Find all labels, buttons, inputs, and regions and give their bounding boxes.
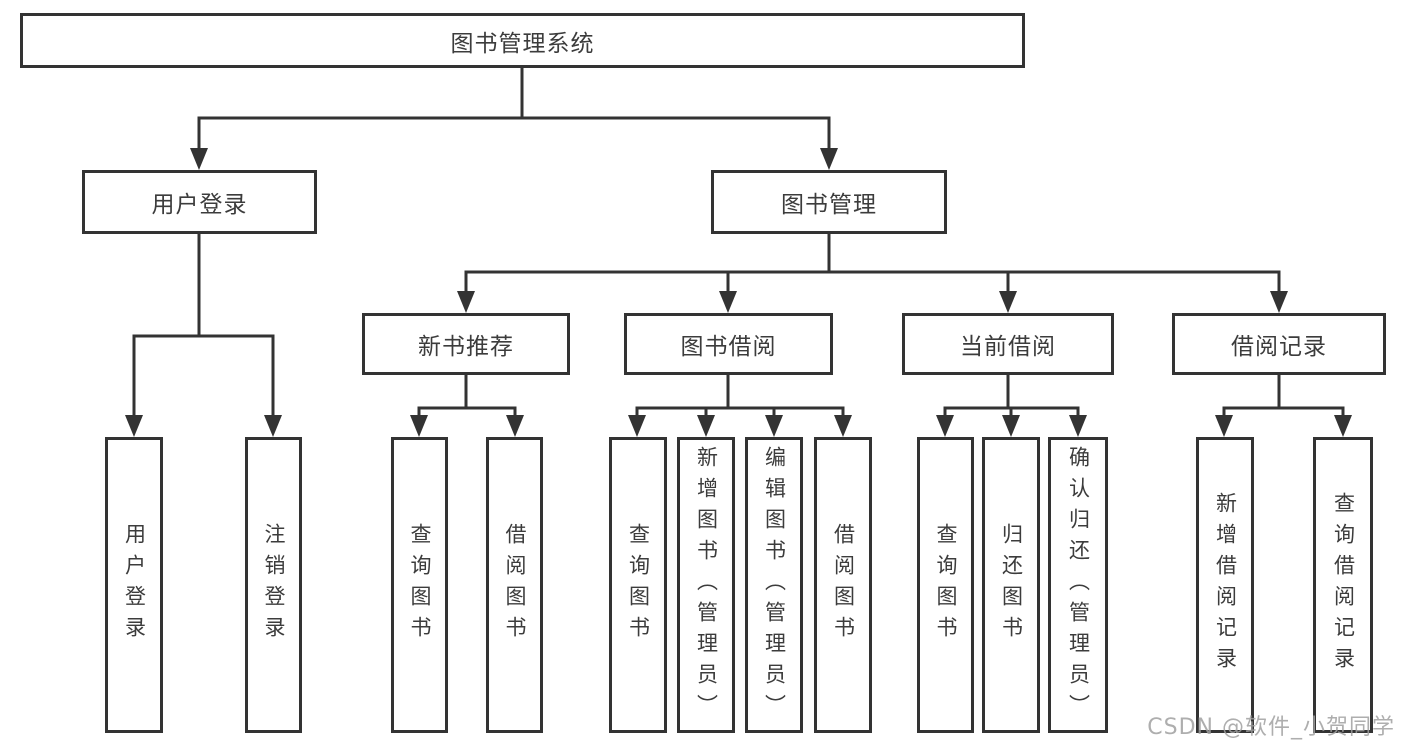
node-borrow-record-label: 借阅记录	[1231, 334, 1327, 360]
leaf-cb-return-books: 归还图书	[982, 437, 1040, 733]
leaf-bb-edit-books-label: 编辑图书（管理员）	[762, 445, 787, 725]
node-book-mgmt-label: 图书管理	[781, 192, 877, 218]
node-new-book-rec-label: 新书推荐	[418, 334, 514, 360]
node-borrow-record: 借阅记录	[1172, 313, 1386, 375]
leaf-cb-return-books-label: 归还图书	[999, 523, 1024, 647]
leaf-bb-edit-books: 编辑图书（管理员）	[745, 437, 803, 733]
node-book-borrow: 图书借阅	[624, 313, 833, 375]
node-root: 图书管理系统	[20, 13, 1025, 68]
leaf-user-login-label: 用户登录	[122, 523, 147, 647]
node-book-mgmt: 图书管理	[711, 170, 947, 234]
node-user-login-label: 用户登录	[151, 192, 248, 218]
leaf-br-search-record: 查询借阅记录	[1313, 437, 1373, 733]
leaf-bb-add-books-label: 新增图书（管理员）	[694, 445, 719, 725]
node-root-label: 图书管理系统	[450, 30, 595, 57]
leaf-cb-search-books: 查询图书	[917, 437, 974, 733]
leaf-br-add-record-label: 新增借阅记录	[1213, 492, 1238, 678]
leaf-cb-search-books-label: 查询图书	[934, 523, 958, 647]
leaf-logout-label: 注销登录	[262, 523, 286, 647]
leaf-rec-borrow-books: 借阅图书	[486, 437, 543, 733]
leaf-bb-search-books-label: 查询图书	[626, 523, 651, 647]
leaf-bb-borrow-books: 借阅图书	[814, 437, 872, 733]
node-new-book-rec: 新书推荐	[362, 313, 570, 375]
node-book-borrow-label: 图书借阅	[680, 334, 777, 360]
leaf-bb-search-books: 查询图书	[609, 437, 667, 733]
node-current-borrow-label: 当前借阅	[960, 334, 1056, 360]
leaf-rec-search-books: 查询图书	[391, 437, 448, 733]
leaf-bb-add-books: 新增图书（管理员）	[677, 437, 735, 733]
leaf-br-add-record: 新增借阅记录	[1196, 437, 1254, 733]
leaf-rec-search-books-label: 查询图书	[408, 523, 432, 647]
leaf-user-login: 用户登录	[105, 437, 163, 733]
leaf-br-search-record-label: 查询借阅记录	[1331, 492, 1356, 678]
leaf-logout: 注销登录	[245, 437, 302, 733]
leaf-cb-confirm-return-label: 确认归还（管理员）	[1066, 445, 1091, 725]
node-user-login: 用户登录	[82, 170, 317, 234]
node-current-borrow: 当前借阅	[902, 313, 1114, 375]
leaf-rec-borrow-books-label: 借阅图书	[503, 523, 527, 647]
leaf-cb-confirm-return: 确认归还（管理员）	[1048, 437, 1108, 733]
leaf-bb-borrow-books-label: 借阅图书	[831, 523, 856, 647]
